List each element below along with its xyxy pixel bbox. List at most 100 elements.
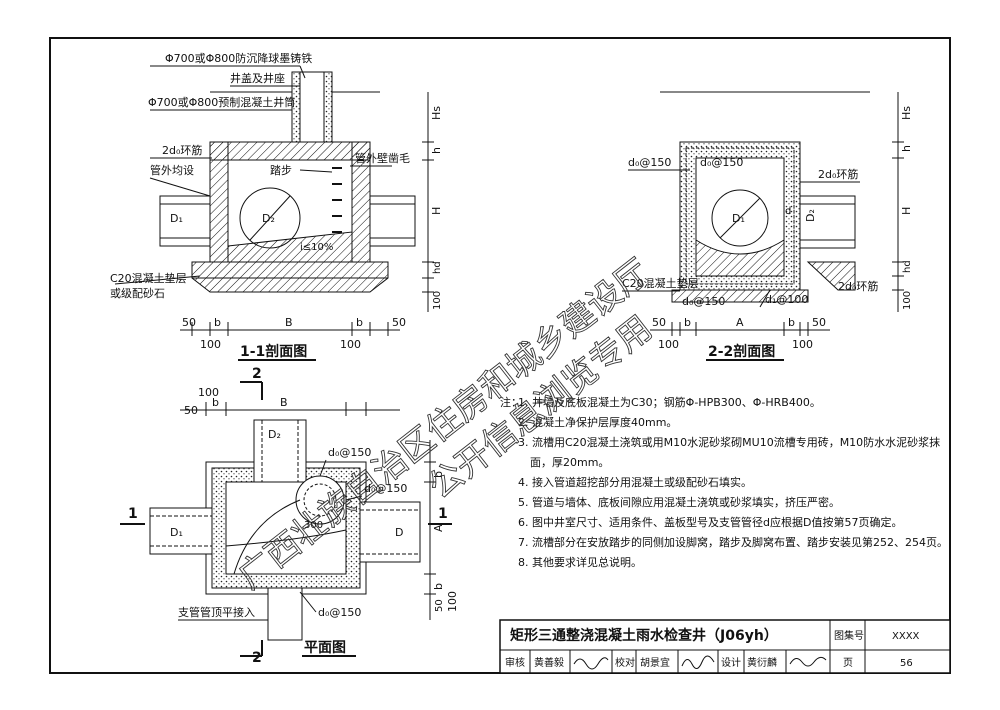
note-7: 7. 流槽部分在安放踏步的同侧加设脚窝，踏步及脚窝布置、踏步安装见第252、25… xyxy=(518,535,948,549)
label-ring-bar-1: 2d₀环筋 xyxy=(162,143,202,157)
label-pipe-rough: 管外壁凿毛 xyxy=(355,151,410,165)
dim-hd-1: hd xyxy=(432,261,443,274)
designer-name: 黄衍麟 xyxy=(747,656,777,669)
plan-dim-100-right: 100 xyxy=(446,591,459,612)
reviewer-signature xyxy=(573,657,609,670)
label-cover-seat: 井盖及井座 xyxy=(230,71,285,85)
dim-H-1: H xyxy=(430,207,443,215)
label-d0-150-b: d₀@150 xyxy=(700,156,743,169)
plan-pipe-top xyxy=(253,419,307,483)
notes-head: 注： xyxy=(500,395,522,409)
label-steps: 踏步 xyxy=(270,163,292,177)
label-d1-100: d₁@100 xyxy=(765,293,808,306)
label-d0-150-a: d₀@150 xyxy=(628,156,671,169)
cushion-2 xyxy=(671,289,809,303)
check-label: 校对 xyxy=(615,656,635,669)
notes: 注： 1. 井墙及底板混凝土为C30；钢筋Φ-HPB300、Φ-HRB400。 … xyxy=(500,395,948,569)
note-3b: 面，厚20mm。 xyxy=(530,456,609,469)
section-2-2-title: 2-2剖面图 xyxy=(708,343,775,360)
label-D2-2: D₂ xyxy=(804,209,817,222)
label-d-2: d xyxy=(785,206,791,217)
section-1-1: Φ700或Φ800防沉降球墨铸铁 井盖及井座 Φ700或Φ800预制混凝土井筒 … xyxy=(110,51,443,361)
note-6: 6. 图中井室尺寸、适用条件、盖板型号及支管管径d应根据D值按第57页确定。 xyxy=(518,515,902,529)
section-2-2: D₁ d D₂ d₀@150 d₀@150 2d₀环筋 C20混凝土垫层 d₀@… xyxy=(622,91,913,361)
dim-A-2: A xyxy=(736,316,744,329)
atlas-label: 图集号 xyxy=(834,629,864,642)
label-ring-bar-2b: 2d₀环筋 xyxy=(838,279,878,293)
dim-50-right-1: 50 xyxy=(392,316,406,329)
dim-100-right-1: 100 xyxy=(340,338,361,351)
designer-signature xyxy=(789,656,827,667)
note-4: 4. 接入管道超挖部分用混凝土或级配砂石填实。 xyxy=(518,475,752,489)
dim-h-2: h xyxy=(900,145,913,152)
pipe-right-2 xyxy=(799,195,856,249)
plan-label-D1: D₁ xyxy=(170,526,183,539)
plan-dim-b-r2: b xyxy=(432,583,445,590)
plan-dim-50-right: 50 xyxy=(434,599,445,612)
dim-hd-2: hd xyxy=(902,260,913,273)
label-pipe-outer: 管外均设 xyxy=(150,163,194,177)
checker-name: 胡景宜 xyxy=(640,656,670,669)
dim-b-left-1: b xyxy=(214,316,221,329)
dim-100-left-1: 100 xyxy=(200,338,221,351)
note-8: 8. 其他要求详见总说明。 xyxy=(518,555,642,569)
dim-50-left-2: 50 xyxy=(652,316,666,329)
title-block: 矩形三通整浇混凝土雨水检查井（J06yh） 图集号 XXXX 审核 黄善毅 校对… xyxy=(499,619,951,674)
cut-mark-1-right: 1 xyxy=(438,506,448,522)
cut-mark-1-left: 1 xyxy=(128,506,138,522)
dim-50-right-2: 50 xyxy=(812,316,826,329)
dim-50-left-1: 50 xyxy=(182,316,196,329)
label-D1-1: D₁ xyxy=(170,212,183,225)
plan-dim-100-top: 100 xyxy=(198,386,219,399)
plan-label-d0-150-a: d₀@150 xyxy=(328,446,371,459)
dim-100-right-2: 100 xyxy=(792,338,813,351)
plan-dim-A: A xyxy=(432,524,445,532)
label-slope: i≤10% xyxy=(300,242,333,253)
design-label: 设计 xyxy=(721,656,741,669)
dim-H-2: H xyxy=(900,207,913,215)
plan-label-D: D xyxy=(395,526,403,539)
plan-label-d0-150-b: d₀@150 xyxy=(364,482,407,495)
page-number: 56 xyxy=(900,658,913,669)
cut-mark-2-top: 2 xyxy=(252,366,262,382)
plan-dim-b-r1: b xyxy=(432,471,445,478)
label-D2-1: D₂ xyxy=(262,212,275,225)
top-slab-1 xyxy=(209,141,371,161)
dim-h-1: h xyxy=(430,147,443,154)
plan-label-D2: D₂ xyxy=(268,428,281,441)
plan-pipe-right xyxy=(359,501,421,563)
note-1: 1. 井墙及底板混凝土为C30；钢筋Φ-HPB300、Φ-HRB400。 xyxy=(518,395,821,409)
label-cushion-22: C20混凝土垫层 xyxy=(622,276,699,290)
dim-b-right-2: b xyxy=(788,316,795,329)
left-wall-1 xyxy=(209,141,229,263)
dim-100-1: 100 xyxy=(432,291,443,310)
section-1-1-title: 1-1剖面图 xyxy=(240,343,307,360)
plan-dim-B: B xyxy=(280,396,288,409)
label-D1-2: D₁ xyxy=(732,212,745,225)
label-ring-bar-2a: 2d₀环筋 xyxy=(818,167,858,181)
label-cushion-2: 或级配砂石 xyxy=(110,287,165,300)
note-5: 5. 管道与墙体、底板间隙应用混凝土浇筑或砂浆填实，挤压严密。 xyxy=(518,495,840,509)
dim-Hs-2: Hs xyxy=(900,106,913,120)
steps-1 xyxy=(332,167,342,233)
dim-b-right-1: b xyxy=(356,316,363,329)
drawing-title: 矩形三通整浇混凝土雨水检查井（J06yh） xyxy=(510,627,778,644)
plan-label-300: 300 xyxy=(304,520,323,531)
label-cushion-1: C20混凝土垫层 xyxy=(110,271,187,285)
label-d0-150-c: d₀@150 xyxy=(682,295,725,308)
dim-100-2: 100 xyxy=(902,291,913,310)
checker-signature xyxy=(681,655,715,669)
plan-pipe-bottom xyxy=(267,587,303,641)
label-shaft: Φ700或Φ800预制混凝土井筒 xyxy=(148,95,295,109)
plan-title: 平面图 xyxy=(304,640,346,656)
reviewer-name: 黄善毅 xyxy=(534,656,564,669)
atlas-number: XXXX xyxy=(892,631,920,642)
plan-dim-b-top: b xyxy=(212,396,219,409)
plan-label-d0-150-c: d₀@150 xyxy=(318,606,361,619)
cut-mark-2-bottom: 2 xyxy=(252,650,262,666)
plan-view: 2 2 1 1 D₂ D₁ D 300 d₀@150 xyxy=(120,366,459,666)
bottom-slab-1 xyxy=(191,261,389,293)
note-2: 2. 混凝土净保护层厚度40mm。 xyxy=(518,415,677,429)
dim-Hs-1: Hs xyxy=(430,106,443,120)
